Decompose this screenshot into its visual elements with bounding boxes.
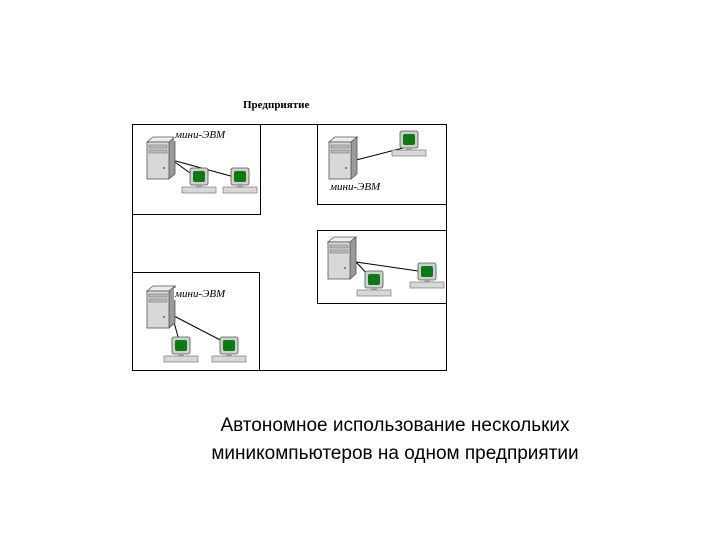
enterprise-title: Предприятие [243,99,310,111]
workstation-icon [356,270,392,297]
workstation-icon [391,130,427,157]
workstation-icon [222,167,258,194]
server-icon [145,136,177,180]
workstation-icon [409,262,445,289]
caption-line-2: миникомпьютеров на одном предприятии [211,443,579,464]
site-label-1: мини-ЭВМ [174,129,227,141]
server-icon [327,136,359,180]
workstation-icon [211,336,247,363]
caption-line-1: Автономное использование нескольких [220,415,570,436]
slide-caption: Автономное использование нескольких мини… [150,412,640,468]
workstation-icon [181,167,217,194]
site-label-4: мини-ЭВМ [174,288,227,300]
workstation-icon [163,336,199,363]
server-icon [326,236,358,280]
server-icon [145,285,177,329]
site-label-2: мини-ЭВМ [329,181,382,193]
